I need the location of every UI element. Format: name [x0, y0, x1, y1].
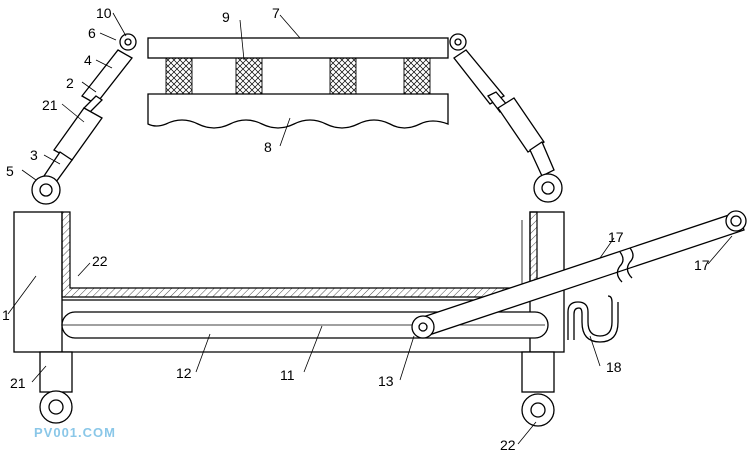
right-strut: [449, 33, 563, 203]
callout-4: 4: [84, 52, 92, 68]
left-post: [13, 211, 63, 353]
callout-5: 5: [6, 163, 14, 179]
springs-9: [165, 57, 431, 95]
leader-lines: [7, 12, 733, 445]
callout-labels: 10 6 4 2 21 3 5 9 7 8 22 1 17 17 18 11 1…: [2, 5, 710, 453]
liner-20: [61, 211, 538, 298]
top-plate-7: [147, 37, 449, 59]
callout-17: 17: [694, 257, 710, 273]
left-strut: [31, 33, 137, 205]
callout-20: 22: [92, 253, 108, 269]
hook-18: [567, 295, 619, 343]
callout-7: 7: [272, 5, 280, 21]
callout-12: 12: [176, 365, 192, 381]
base-beam: [62, 299, 530, 353]
callout-9: 9: [222, 9, 230, 25]
callout-18: 18: [606, 359, 622, 375]
callout-2: 2: [66, 75, 74, 91]
spring: [403, 57, 431, 95]
spring: [235, 57, 263, 95]
callout-22: 22: [500, 437, 516, 453]
spring: [165, 57, 193, 95]
callout-6: 6: [88, 25, 96, 41]
spring: [329, 57, 357, 95]
callout-21: 21: [10, 375, 26, 391]
callout-19: 21: [42, 97, 58, 113]
callout-10: 10: [96, 5, 112, 21]
callout-13: 13: [378, 373, 394, 389]
callout-8: 8: [264, 139, 272, 155]
left-wheel-assembly: [39, 351, 73, 424]
right-wheel-assembly: [521, 351, 555, 427]
callout-15: 17: [608, 229, 624, 245]
pull-handle-15: [411, 210, 747, 339]
callout-1: 1: [2, 307, 10, 323]
callout-3: 3: [30, 147, 38, 163]
callout-11: 11: [280, 367, 295, 383]
watermark: PV001.COM: [34, 425, 116, 440]
cushion-8: [147, 93, 449, 129]
